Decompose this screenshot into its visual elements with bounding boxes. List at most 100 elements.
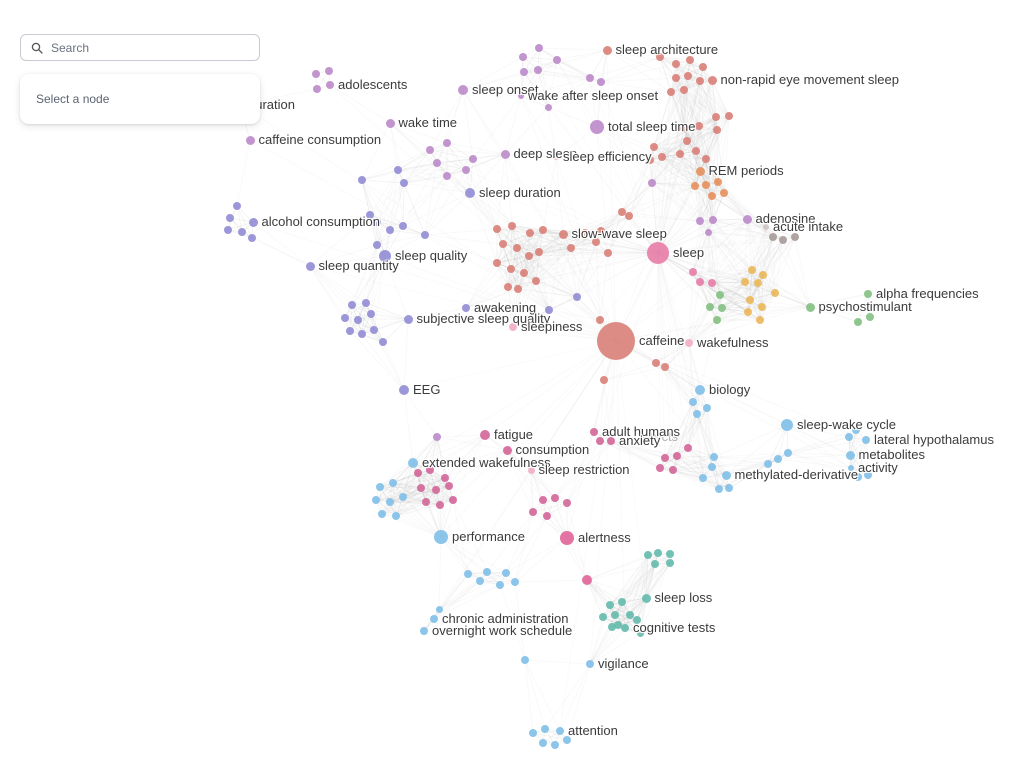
graph-node[interactable] bbox=[741, 278, 749, 286]
graph-node[interactable] bbox=[614, 621, 622, 629]
graph-node[interactable] bbox=[592, 238, 600, 246]
graph-node[interactable] bbox=[661, 363, 669, 371]
graph-node[interactable] bbox=[526, 229, 534, 237]
graph-node[interactable] bbox=[666, 550, 674, 558]
graph-node[interactable] bbox=[399, 222, 407, 230]
graph-node[interactable] bbox=[493, 225, 501, 233]
graph-node[interactable] bbox=[499, 240, 507, 248]
graph-node[interactable] bbox=[551, 494, 559, 502]
graph-node[interactable] bbox=[669, 466, 677, 474]
graph-node-acute-intake[interactable] bbox=[763, 224, 769, 230]
graph-node-wake-after-sleep-onset[interactable] bbox=[518, 93, 524, 99]
graph-node[interactable] bbox=[543, 512, 551, 520]
graph-node[interactable] bbox=[708, 279, 716, 287]
graph-node[interactable] bbox=[462, 166, 470, 174]
graph-node[interactable] bbox=[534, 66, 542, 74]
graph-node[interactable] bbox=[744, 308, 752, 316]
graph-node[interactable] bbox=[696, 217, 704, 225]
graph-node[interactable] bbox=[597, 78, 605, 86]
graph-node[interactable] bbox=[689, 398, 697, 406]
graph-node[interactable] bbox=[702, 181, 710, 189]
graph-node[interactable] bbox=[346, 327, 354, 335]
graph-node[interactable] bbox=[508, 222, 516, 230]
graph-node[interactable] bbox=[519, 53, 527, 61]
graph-node[interactable] bbox=[507, 265, 515, 273]
graph-node[interactable] bbox=[633, 616, 641, 624]
graph-node[interactable] bbox=[650, 143, 658, 151]
graph-node-sleep-quantity[interactable] bbox=[305, 261, 315, 271]
graph-node[interactable] bbox=[521, 656, 529, 664]
graph-node[interactable] bbox=[606, 601, 614, 609]
graph-node[interactable] bbox=[709, 216, 717, 224]
graph-node-slow-wave-sleep[interactable] bbox=[558, 229, 568, 239]
graph-node-activity[interactable] bbox=[848, 465, 854, 471]
graph-node[interactable] bbox=[325, 67, 333, 75]
graph-node[interactable] bbox=[496, 581, 504, 589]
graph-node[interactable] bbox=[683, 137, 691, 145]
graph-node[interactable] bbox=[854, 473, 862, 481]
graph-node[interactable] bbox=[699, 474, 707, 482]
graph-node[interactable] bbox=[684, 444, 692, 452]
graph-node-adolescents[interactable] bbox=[326, 81, 334, 89]
graph-node[interactable] bbox=[654, 549, 662, 557]
graph-node[interactable] bbox=[426, 466, 434, 474]
graph-node[interactable] bbox=[563, 499, 571, 507]
graph-node[interactable] bbox=[636, 629, 644, 637]
graph-node[interactable] bbox=[672, 74, 680, 82]
graph-node[interactable] bbox=[708, 192, 716, 200]
graph-node[interactable] bbox=[676, 150, 684, 158]
graph-node[interactable] bbox=[611, 611, 619, 619]
search-input[interactable] bbox=[51, 40, 249, 55]
graph-node[interactable] bbox=[666, 559, 674, 567]
graph-node-chronic-administration[interactable] bbox=[430, 615, 438, 623]
graph-node[interactable] bbox=[436, 501, 444, 509]
graph-node[interactable] bbox=[539, 496, 547, 504]
graph-node[interactable] bbox=[769, 233, 777, 241]
graph-node-lateral-hypothalamus[interactable] bbox=[862, 436, 870, 444]
graph-node[interactable] bbox=[725, 112, 733, 120]
graph-node[interactable] bbox=[661, 454, 669, 462]
graph-node[interactable] bbox=[756, 316, 764, 324]
graph-node[interactable] bbox=[651, 560, 659, 568]
graph-node-performance[interactable] bbox=[434, 530, 448, 544]
graph-node[interactable] bbox=[656, 53, 664, 61]
graph-node[interactable] bbox=[563, 736, 571, 744]
graph-node[interactable] bbox=[399, 493, 407, 501]
graph-node[interactable] bbox=[238, 228, 246, 236]
graph-node[interactable] bbox=[476, 577, 484, 585]
graph-node-non-rapid-eye-movement-sleep[interactable] bbox=[707, 75, 717, 85]
graph-node[interactable] bbox=[713, 316, 721, 324]
graph-node[interactable] bbox=[392, 512, 400, 520]
graph-node[interactable] bbox=[672, 60, 680, 68]
graph-node[interactable] bbox=[774, 455, 782, 463]
graph-node-extended-wakefulness[interactable] bbox=[408, 458, 418, 468]
graph-node[interactable] bbox=[866, 313, 874, 321]
graph-node[interactable] bbox=[441, 474, 449, 482]
graph-node[interactable] bbox=[779, 236, 787, 244]
graph-node[interactable] bbox=[426, 146, 434, 154]
graph-node-eeg[interactable] bbox=[399, 385, 409, 395]
graph-node[interactable] bbox=[545, 306, 553, 314]
graph-node[interactable] bbox=[443, 172, 451, 180]
graph-node[interactable] bbox=[754, 279, 762, 287]
graph-node[interactable] bbox=[362, 299, 370, 307]
graph-node-rem-periods[interactable] bbox=[695, 166, 705, 176]
graph-node[interactable] bbox=[791, 233, 799, 241]
graph-node[interactable] bbox=[233, 202, 241, 210]
graph-node[interactable] bbox=[493, 259, 501, 267]
graph-node[interactable] bbox=[656, 464, 664, 472]
graph-node[interactable] bbox=[693, 410, 701, 418]
graph-node[interactable] bbox=[386, 226, 394, 234]
graph-node[interactable] bbox=[520, 68, 528, 76]
graph-node[interactable] bbox=[748, 266, 756, 274]
graph-node[interactable] bbox=[433, 433, 441, 441]
graph-node[interactable] bbox=[313, 85, 321, 93]
graph-node[interactable] bbox=[226, 214, 234, 222]
graph-node[interactable] bbox=[504, 283, 512, 291]
graph-node[interactable] bbox=[376, 483, 384, 491]
graph-node[interactable] bbox=[618, 598, 626, 606]
graph-node[interactable] bbox=[689, 268, 697, 276]
graph-node[interactable] bbox=[691, 182, 699, 190]
graph-node[interactable] bbox=[712, 113, 720, 121]
graph-node[interactable] bbox=[604, 249, 612, 257]
